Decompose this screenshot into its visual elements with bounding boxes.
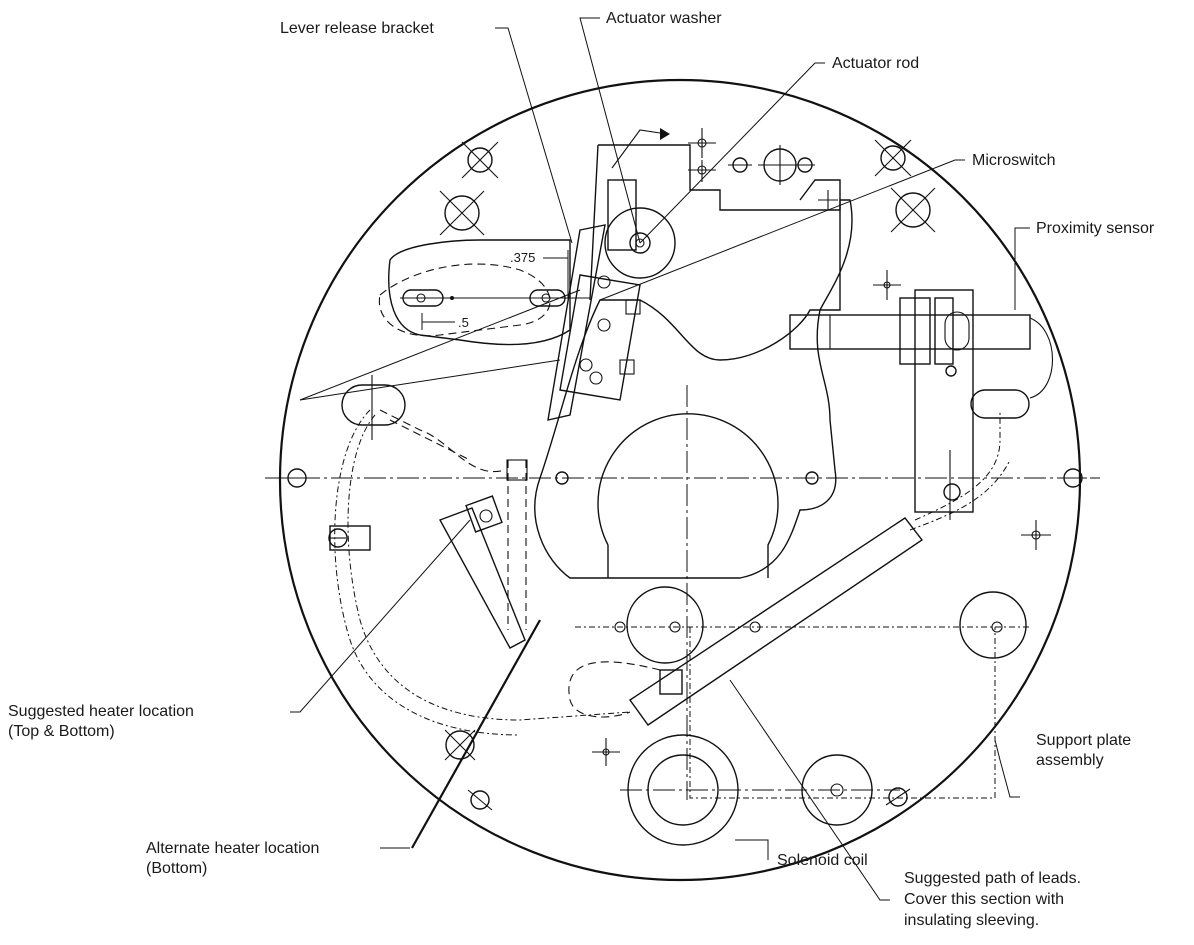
motion-arrow [611,129,661,169]
solenoid-frame [689,627,996,799]
label-support-plate-2: assembly [1036,752,1104,769]
suggested-heater-right [629,517,924,726]
proximity-sensor-body [789,314,1031,350]
label-suggested-heater-1: Suggested heater location [8,703,194,720]
leader-lines [290,17,1030,901]
arrow-head [660,128,670,140]
lever-arc-opening [597,413,779,578]
left-slot [341,384,406,426]
dimension-375: .375 [510,250,569,300]
label-alternate-heater-1: Alternate heater location [146,840,319,857]
dim-375-text: .375 [510,250,535,265]
actuator-rod-end [629,232,651,254]
label-solenoid-coil: Solenoid coil [777,852,868,869]
alternate-heater-line [411,619,541,849]
solenoid-upper-right [959,591,1027,659]
actuator-washer [604,207,676,279]
dim-5-text: .5 [458,315,469,330]
lever-body [534,199,853,579]
crosshair-holes [592,128,1051,766]
solenoid-upper-left [626,586,704,664]
label-actuator-washer: Actuator washer [606,10,722,27]
mounting-holes [283,139,1087,811]
label-support-plate-1: Support plate [1036,732,1131,749]
label-proximity-sensor: Proximity sensor [1036,220,1155,237]
left-lever-extension [388,239,571,346]
suggested-heater-left [438,507,526,649]
dimension-5: .5 [421,313,469,330]
label-actuator-rod: Actuator rod [832,55,919,72]
label-lever-release-bracket: Lever release bracket [280,20,434,37]
support-plate-outline [278,78,1082,882]
label-leads-1: Suggested path of leads. [904,870,1081,887]
label-suggested-heater-2: (Top & Bottom) [8,723,115,740]
lever-release-bracket [547,224,606,421]
label-alternate-heater-2: (Bottom) [146,860,207,877]
label-microswitch: Microswitch [972,152,1056,169]
sensor-bracket [914,289,974,513]
label-leads-2: Cover this section with [904,891,1064,908]
lead-wires [379,409,506,473]
microswitch-body [559,274,641,401]
top-bracket-plate [589,144,841,301]
label-leads-3: insulating sleeving. [904,912,1039,929]
